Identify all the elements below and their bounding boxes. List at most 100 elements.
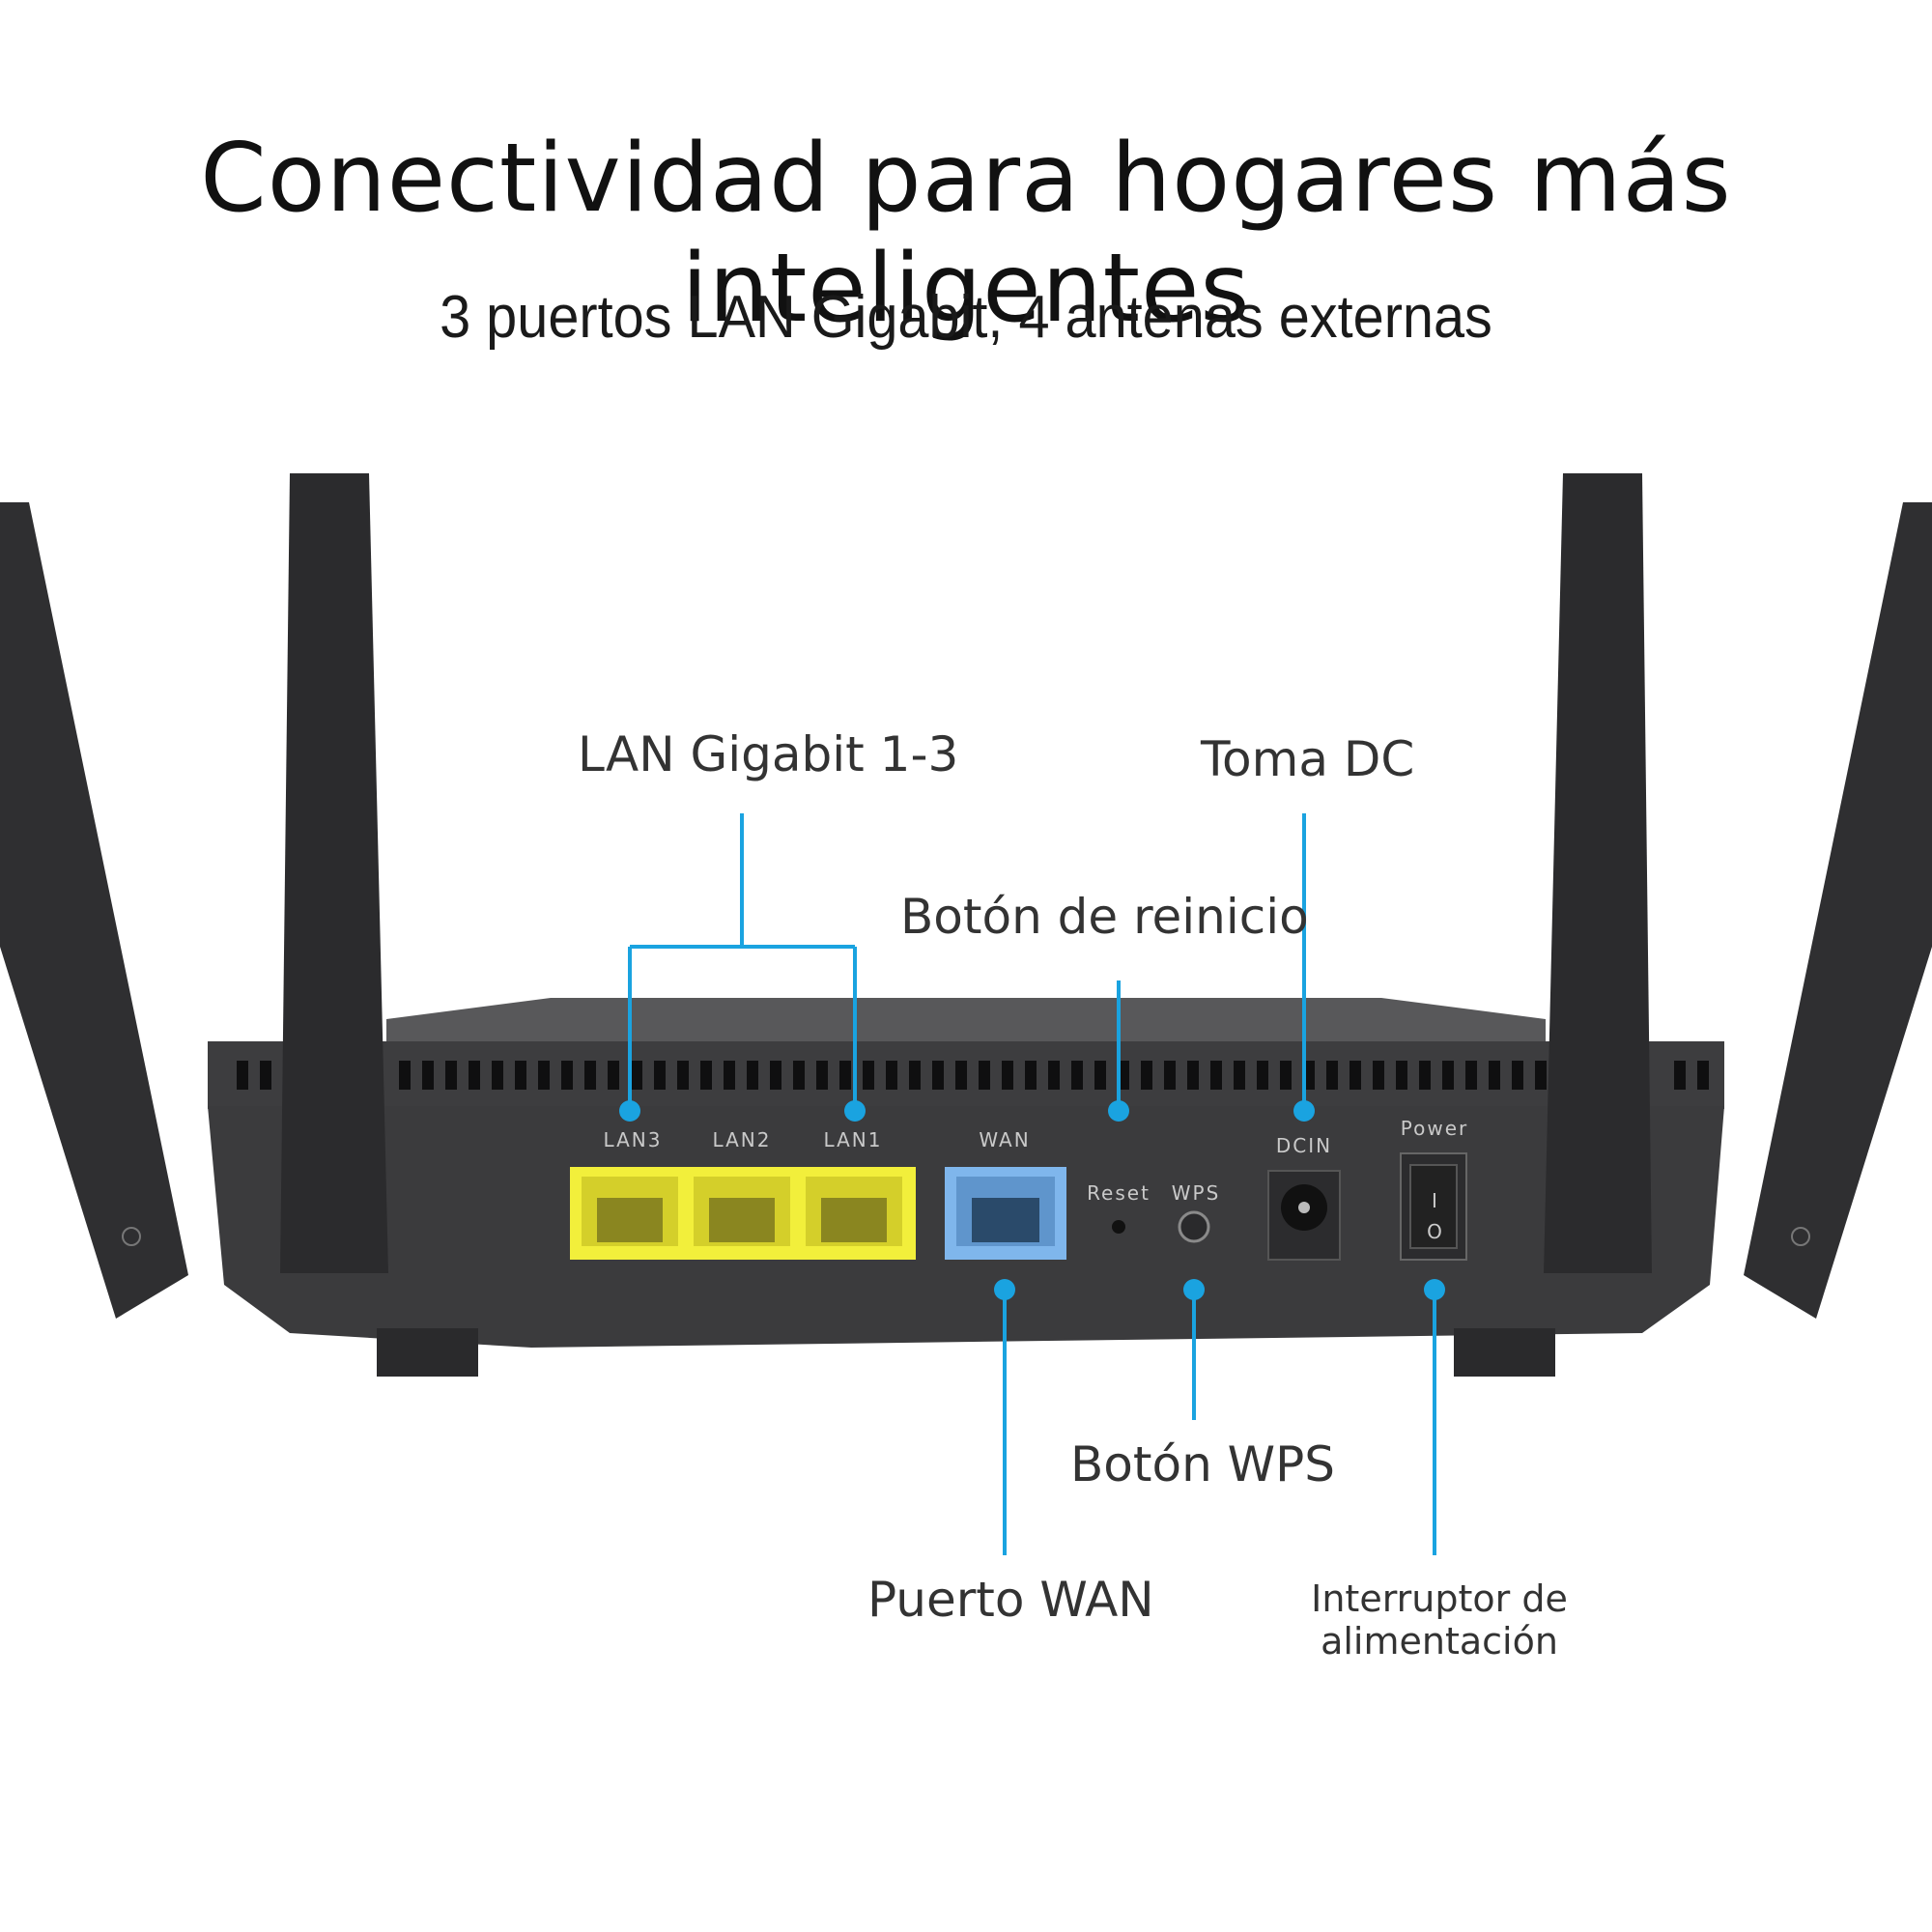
vent-slot	[886, 1061, 897, 1090]
dc-jack	[1267, 1170, 1341, 1261]
vent-slot	[561, 1061, 573, 1090]
vent-slot	[1071, 1061, 1083, 1090]
router-foot-right	[1454, 1328, 1555, 1377]
callout-label-wps: Botón WPS	[1070, 1436, 1335, 1492]
vent-slot	[1210, 1061, 1222, 1090]
vent-slot	[492, 1061, 503, 1090]
callout-label-power-line1: Interruptor de	[1311, 1577, 1568, 1620]
vent-slot	[863, 1061, 874, 1090]
vent-slots	[237, 1061, 1709, 1090]
vent-slot	[793, 1061, 805, 1090]
vent-slot	[608, 1061, 619, 1090]
vent-slot	[1489, 1061, 1500, 1090]
callout-dot-reset	[1108, 1100, 1129, 1122]
router-foot-left	[377, 1328, 478, 1377]
vent-slot	[979, 1061, 990, 1090]
vent-slot	[1141, 1061, 1152, 1090]
antenna-hinge-right	[1791, 1227, 1810, 1246]
vent-slot	[1234, 1061, 1245, 1090]
vent-slot	[1442, 1061, 1454, 1090]
callout-label-dc: Toma DC	[1201, 731, 1415, 787]
power-switch: I O	[1400, 1152, 1467, 1261]
switch-off-mark: O	[1427, 1220, 1442, 1243]
vent-slot	[1697, 1061, 1709, 1090]
vent-slot	[1280, 1061, 1292, 1090]
vent-slot	[1419, 1061, 1431, 1090]
callout-dots	[619, 1100, 1445, 1300]
vent-slot	[1396, 1061, 1407, 1090]
vent-slot	[260, 1061, 271, 1090]
callout-dot-power	[1424, 1279, 1445, 1300]
vent-slot	[1025, 1061, 1037, 1090]
vent-slot	[1002, 1061, 1013, 1090]
callout-label-power-line2: alimentación	[1321, 1620, 1558, 1662]
antenna-inner-right	[1544, 473, 1652, 1273]
callout-dot-lan3	[619, 1100, 640, 1122]
vent-slot	[469, 1061, 480, 1090]
callout-dot-dc	[1293, 1100, 1315, 1122]
vent-slot	[515, 1061, 526, 1090]
antenna-hinge-left	[122, 1227, 141, 1246]
callout-label-power: Interruptor de alimentación	[1294, 1577, 1584, 1662]
antenna-inner-left	[280, 473, 388, 1273]
panel-label-lan2: LAN2	[713, 1128, 772, 1151]
panel-label-wan: WAN	[979, 1128, 1030, 1151]
page-subtitle: 3 puertos LAN Gigabit, 4 antenas externa…	[440, 284, 1492, 351]
wps-button	[1178, 1210, 1210, 1243]
callout-label-wan: Puerto WAN	[867, 1572, 1154, 1628]
callout-label-lan: LAN Gigabit 1-3	[578, 726, 959, 782]
router-top-edge	[386, 998, 1546, 1048]
panel-label-wps: WPS	[1172, 1181, 1221, 1205]
vent-slot	[1350, 1061, 1361, 1090]
callout-line-lan	[628, 813, 857, 1109]
callout-dot-lan1	[844, 1100, 866, 1122]
vent-slot	[422, 1061, 434, 1090]
callout-dot-wan	[994, 1279, 1015, 1300]
vent-slot	[538, 1061, 550, 1090]
vent-slot	[677, 1061, 689, 1090]
lan2-port	[694, 1177, 790, 1246]
antenna-outer-left	[0, 502, 188, 1319]
lan3-port	[582, 1177, 678, 1246]
vent-slot	[1465, 1061, 1477, 1090]
callout-dot-wps	[1183, 1279, 1205, 1300]
vent-slot	[631, 1061, 642, 1090]
vent-slot	[1094, 1061, 1106, 1090]
vent-slot	[1187, 1061, 1199, 1090]
reset-pinhole	[1112, 1220, 1125, 1234]
vent-slot	[839, 1061, 851, 1090]
vent-slot	[1257, 1061, 1268, 1090]
panel-label-reset: Reset	[1087, 1181, 1151, 1205]
vent-slot	[1164, 1061, 1176, 1090]
vent-slot	[1674, 1061, 1686, 1090]
vent-slot	[909, 1061, 921, 1090]
antenna-outer-right	[1744, 502, 1932, 1319]
wan-port	[945, 1167, 1066, 1260]
vent-slot	[932, 1061, 944, 1090]
vent-slot	[955, 1061, 967, 1090]
vent-slot	[1373, 1061, 1384, 1090]
vent-slot	[237, 1061, 248, 1090]
vent-slot	[399, 1061, 411, 1090]
vent-slot	[700, 1061, 712, 1090]
switch-on-mark: I	[1432, 1189, 1437, 1212]
panel-label-lan1: LAN1	[824, 1128, 883, 1151]
vent-slot	[1048, 1061, 1060, 1090]
panel-label-lan3: LAN3	[604, 1128, 663, 1151]
vent-slot	[816, 1061, 828, 1090]
panel-label-dcin: DCIN	[1276, 1134, 1332, 1157]
vent-slot	[654, 1061, 666, 1090]
vent-slot	[747, 1061, 758, 1090]
vent-slot	[1512, 1061, 1523, 1090]
lan1-port	[806, 1177, 902, 1246]
vent-slot	[1535, 1061, 1547, 1090]
vent-slot	[584, 1061, 596, 1090]
vent-slot	[770, 1061, 781, 1090]
vent-slot	[445, 1061, 457, 1090]
callout-label-reset: Botón de reinicio	[900, 889, 1309, 945]
vent-slot	[724, 1061, 735, 1090]
panel-label-power: Power	[1401, 1117, 1468, 1140]
vent-slot	[1326, 1061, 1338, 1090]
